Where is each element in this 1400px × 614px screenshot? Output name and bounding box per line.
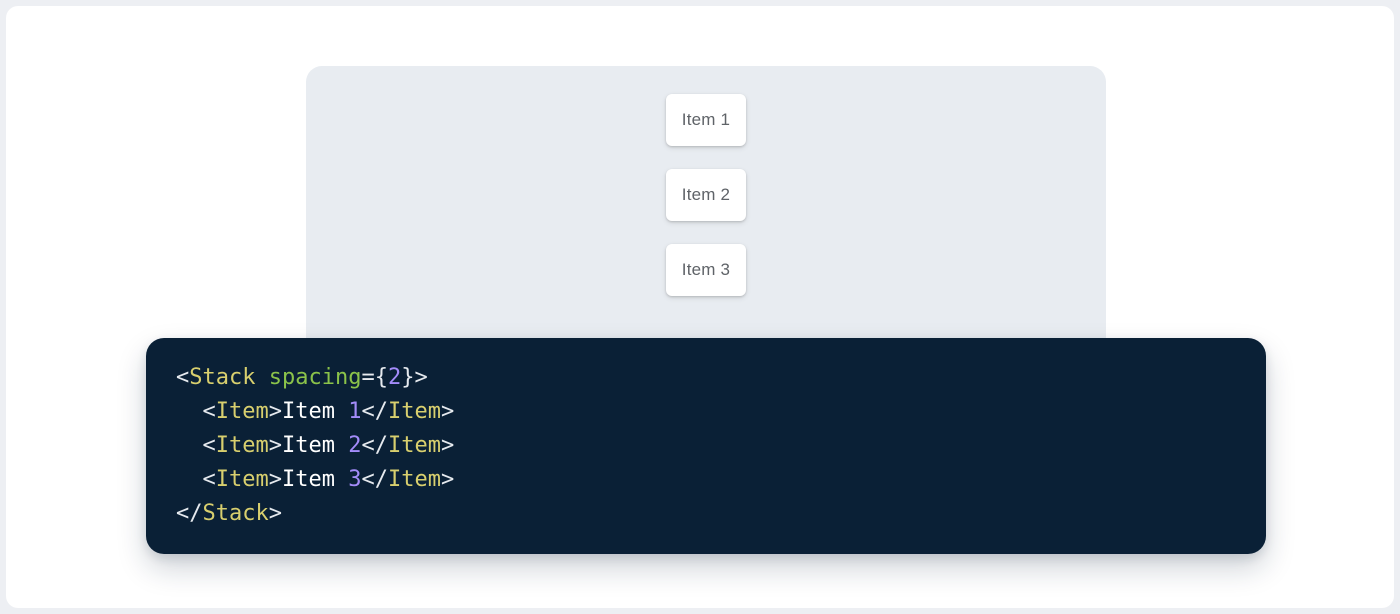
code-token-punct: < <box>202 467 216 492</box>
stack-item: Item 1 <box>666 94 746 146</box>
code-token-punct: </ <box>361 433 388 458</box>
code-token-punct: > <box>440 399 455 424</box>
code-token-punct: < <box>202 399 216 424</box>
stack-item: Item 2 <box>666 169 746 221</box>
code-token-number: 2 <box>387 365 402 390</box>
code-line: <Item>Item 1</Item> <box>176 395 1236 429</box>
code-token-punct: > <box>268 433 282 458</box>
code-line: <Item>Item 3</Item> <box>176 463 1236 497</box>
code-token-punct: < <box>202 433 216 458</box>
code-token-plain <box>176 467 203 492</box>
code-token-punct: { <box>374 365 388 390</box>
code-token-punct: > <box>414 365 428 390</box>
code-token-plain: Item <box>281 433 349 458</box>
code-token-plain <box>176 433 203 458</box>
code-token-plain: Item <box>281 399 349 424</box>
stack-item-label: Item 1 <box>681 110 731 129</box>
stack-item-label: Item 3 <box>681 260 731 279</box>
code-token-tag: Item <box>215 433 269 458</box>
code-token-punct: </ <box>361 399 388 424</box>
code-line: </Stack> <box>176 497 1236 531</box>
code-token-tag: Item <box>387 433 441 458</box>
code-token-punct: > <box>268 467 282 492</box>
code-token-punct: = <box>361 365 375 390</box>
code-token-tag: Item <box>387 467 441 492</box>
code-token-punct: > <box>268 399 282 424</box>
code-token-tag: Stack <box>189 365 256 390</box>
code-token-tag: Item <box>215 467 269 492</box>
code-token-tag: Item <box>387 399 441 424</box>
code-token-attr: spacing <box>268 365 362 390</box>
code-token-plain <box>255 365 268 390</box>
code-token-tag: Stack <box>202 501 269 526</box>
code-line: <Item>Item 2</Item> <box>176 429 1236 463</box>
code-token-punct: < <box>176 365 190 390</box>
code-block: <Stack spacing={2}> <Item>Item 1</Item> … <box>146 338 1266 554</box>
code-token-plain <box>176 399 203 424</box>
demo-preview-panel: Item 1 Item 2 Item 3 <box>306 66 1106 366</box>
code-token-punct: } <box>401 365 415 390</box>
stack-item-label: Item 2 <box>681 185 731 204</box>
code-token-number: 2 <box>348 433 362 458</box>
stack: Item 1 Item 2 Item 3 <box>306 66 1106 296</box>
code-token-punct: </ <box>361 467 388 492</box>
code-token-punct: > <box>440 433 455 458</box>
stack-item: Item 3 <box>666 244 746 296</box>
code-token-plain: Item <box>281 467 349 492</box>
code-token-tag: Item <box>215 399 269 424</box>
code-token-punct: > <box>440 467 455 492</box>
code-token-number: 3 <box>348 467 362 492</box>
code-token-punct: </ <box>176 501 203 526</box>
code-line: <Stack spacing={2}> <box>176 361 1236 395</box>
code-token-punct: > <box>268 501 282 526</box>
code-token-number: 1 <box>348 399 362 424</box>
